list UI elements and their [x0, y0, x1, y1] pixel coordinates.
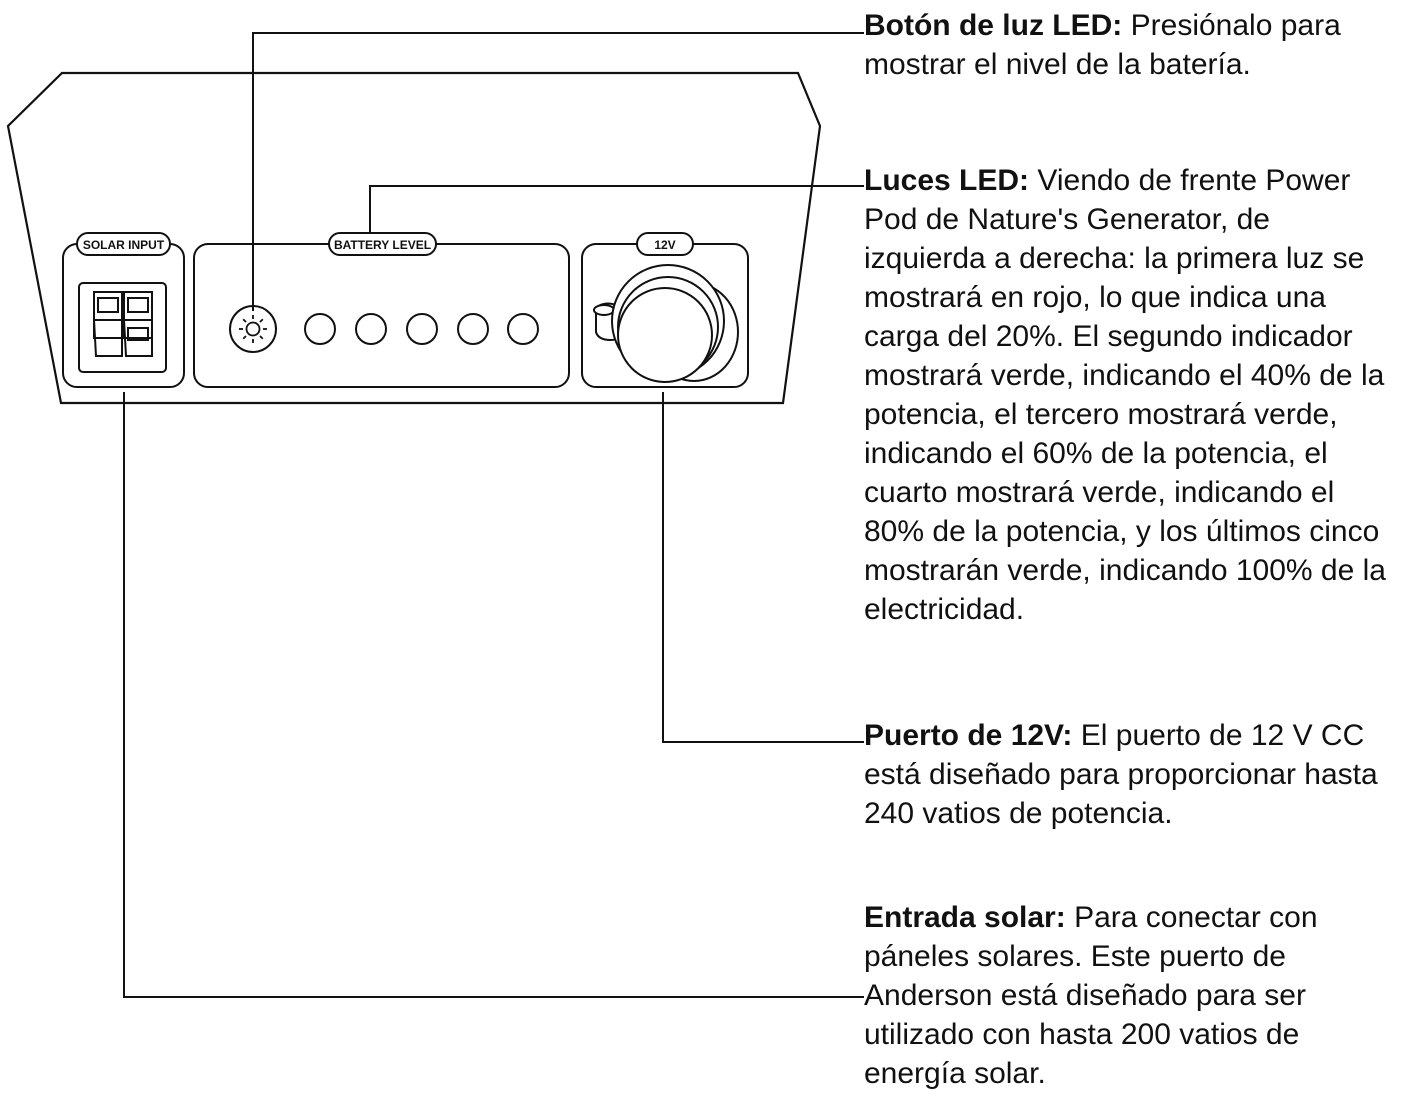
port-12v-section: 12V [581, 232, 749, 388]
battery-led-5 [507, 313, 539, 345]
annotation-led-lights: Luces LED: Viendo de frente Power Pod de… [864, 161, 1398, 629]
leader-line-led-lights [369, 185, 864, 233]
device-outline [6, 71, 822, 405]
led-button[interactable] [229, 305, 277, 353]
annotation-led-button: Botón de luz LED: Presiónalo para mostra… [864, 6, 1398, 84]
leader-line-led-button [252, 32, 864, 311]
annotation-led-button-text: Presiónalo para mostrar el nivel de la b… [864, 9, 1341, 81]
port-12v-label: 12V [654, 238, 675, 252]
battery-led-1 [304, 313, 336, 345]
battery-led-2 [355, 313, 387, 345]
annotation-12v-port: Puerto de 12V: El puerto de 12 V CC está… [864, 716, 1398, 833]
battery-led-4 [457, 313, 489, 345]
annotation-solar-input-text: Para conectar con páneles solares. Este … [864, 901, 1318, 1090]
leader-line-12v-port [662, 392, 864, 743]
battery-level-label: BATTERY LEVEL [334, 238, 431, 252]
anderson-connector-icon [92, 291, 153, 357]
battery-level-section: BATTERY LEVEL [193, 232, 570, 388]
annotation-led-button-title: Botón de luz LED: [864, 9, 1123, 42]
annotation-led-lights-text: Viendo de frente Power Pod de Nature's G… [864, 164, 1386, 626]
annotation-led-lights-title: Luces LED: [864, 164, 1030, 197]
battery-led-3 [406, 313, 438, 345]
port-12v-socket[interactable] [593, 264, 739, 383]
annotation-solar-input: Entrada solar: Para conectar con páneles… [864, 898, 1398, 1093]
annotation-12v-port-text: El puerto de 12 V CC está diseñado para … [864, 719, 1378, 830]
solar-input-label: SOLAR INPUT [83, 238, 165, 252]
sun-icon [239, 315, 267, 343]
annotation-solar-input-title: Entrada solar: [864, 901, 1066, 934]
solar-input-section: SOLAR INPUT [62, 232, 185, 388]
annotation-12v-port-title: Puerto de 12V: [864, 719, 1073, 752]
leader-line-solar-input [123, 392, 864, 998]
